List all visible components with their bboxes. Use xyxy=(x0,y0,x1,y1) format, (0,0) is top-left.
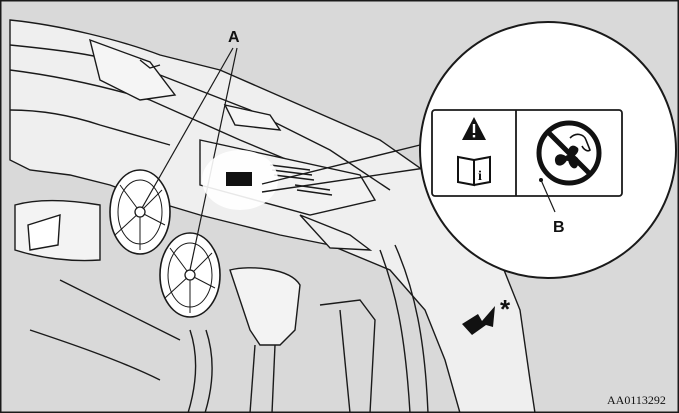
fans-label: A xyxy=(228,29,240,46)
label-b: B xyxy=(553,219,565,236)
svg-text:i: i xyxy=(478,169,482,184)
direction-asterisk: * xyxy=(500,294,511,324)
no-hand-fan-icon xyxy=(539,123,599,183)
figure-code: AA0113292 xyxy=(607,393,666,407)
label-location-marker xyxy=(226,172,252,186)
cooling-fan-1 xyxy=(110,170,170,254)
cooling-fan-2 xyxy=(160,233,220,317)
leader-dot-b xyxy=(539,178,543,182)
